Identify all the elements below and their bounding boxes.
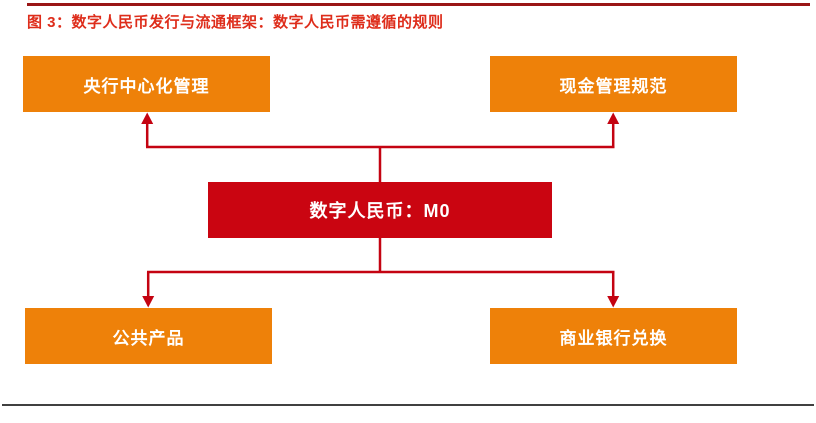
node-label: 现金管理规范 (559, 76, 668, 96)
node-commercial-bank-exchange: 商业银行兑换 (490, 308, 737, 364)
node-label: 央行中心化管理 (83, 76, 210, 96)
node-public-product: 公共产品 (25, 308, 272, 364)
arrowhead-up-left-icon (141, 112, 154, 124)
node-cash-management-rules: 现金管理规范 (490, 56, 737, 112)
node-central-bank-management: 央行中心化管理 (23, 56, 270, 112)
arrowhead-down-left-icon (142, 296, 155, 308)
arrowhead-down-right-icon (607, 296, 620, 308)
bottom-divider-rule (2, 404, 814, 406)
node-label: 数字人民币：M0 (309, 201, 451, 221)
node-digital-rmb-m0: 数字人民币：M0 (208, 182, 552, 238)
top-divider-rule (27, 3, 810, 6)
arrowhead-up-right-icon (607, 112, 620, 124)
figure-title: 图 3：数字人民币发行与流通框架：数字人民币需遵循的规则 (27, 14, 444, 31)
node-label: 商业银行兑换 (559, 328, 668, 348)
node-label: 公共产品 (112, 328, 185, 348)
